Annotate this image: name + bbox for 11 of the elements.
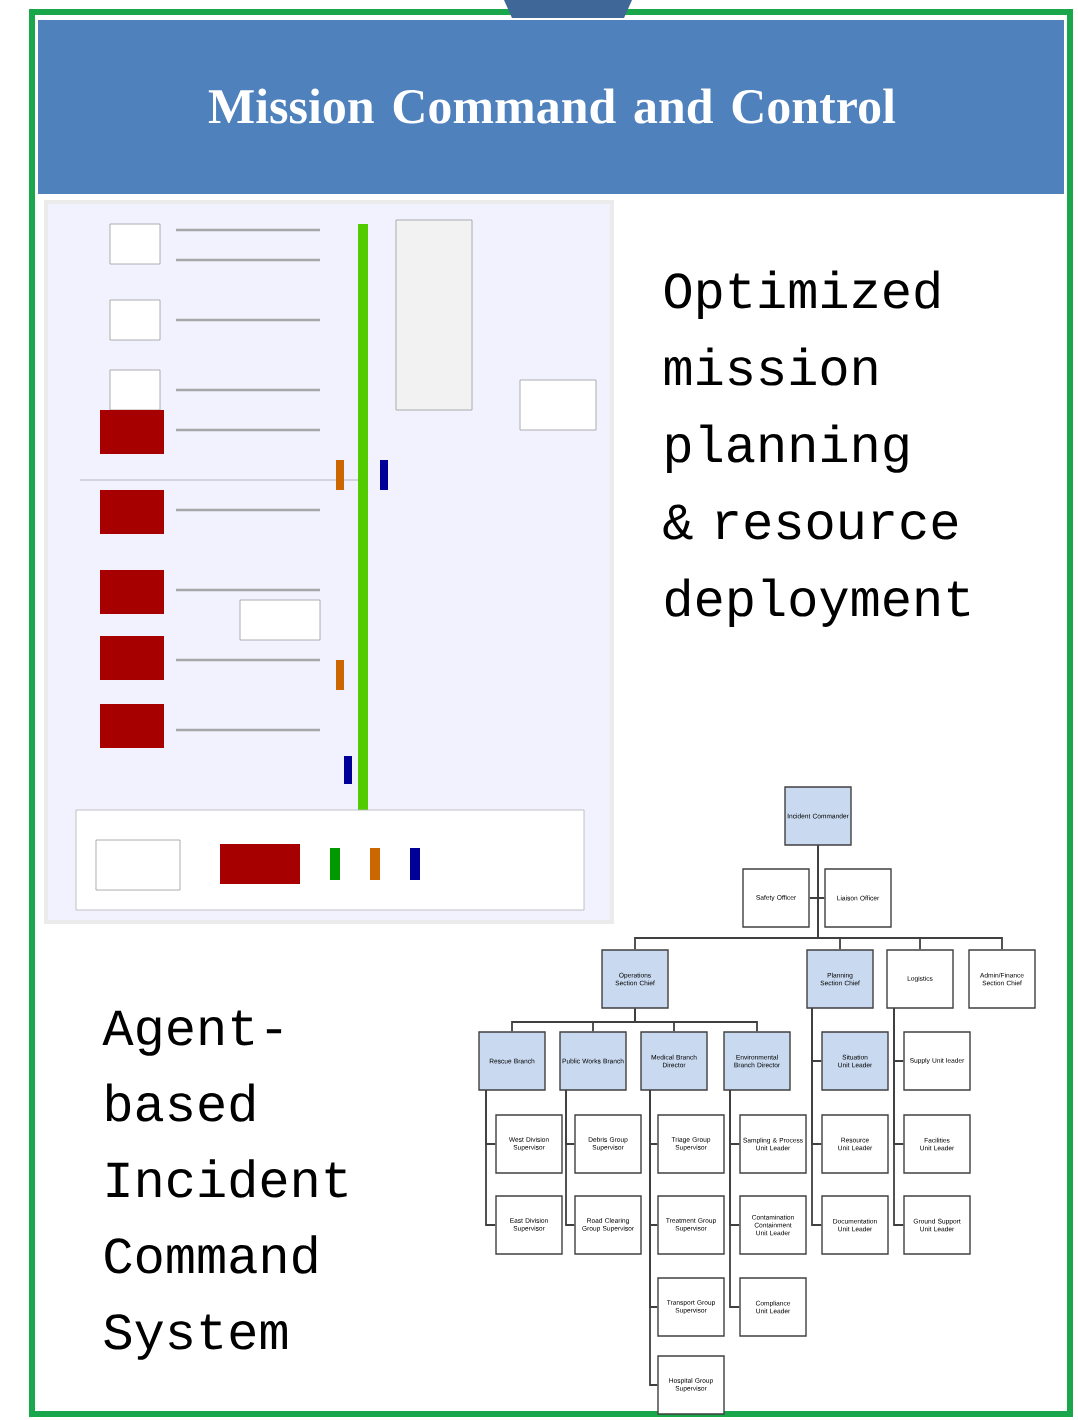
title-banner: Mission Command and Control <box>38 20 1064 194</box>
connector-line <box>565 1089 576 1226</box>
connector-line <box>649 1089 659 1386</box>
connector-line <box>893 1007 905 1226</box>
caption-text: Agent-based Incident Command System <box>102 1010 347 1360</box>
caption-text: Optimized mission planning & resource deployment <box>663 270 969 627</box>
connector-line <box>729 1089 741 1308</box>
connector-line <box>485 1089 497 1226</box>
connector-line <box>817 844 1003 951</box>
connector-line <box>811 1007 823 1226</box>
connector-line <box>634 1007 758 1033</box>
